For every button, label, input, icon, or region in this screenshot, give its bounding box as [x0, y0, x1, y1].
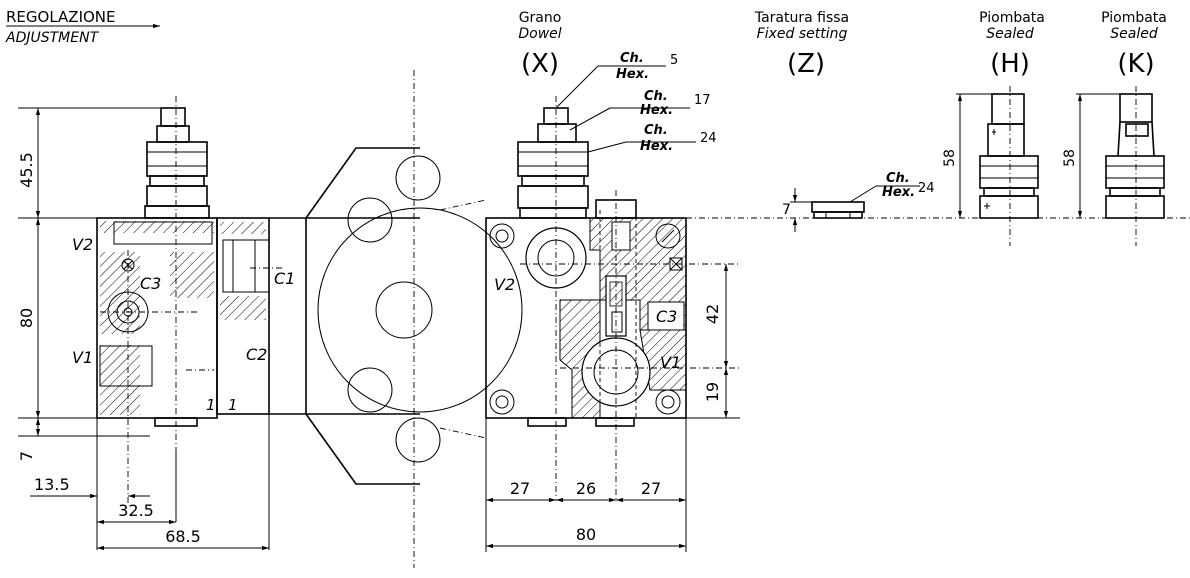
svg-text:Hex.: Hex.: [616, 67, 649, 82]
variant-x-title-en: Dowel: [518, 26, 561, 42]
svg-text:17: 17: [694, 93, 711, 108]
left-dim-80: 80: [17, 308, 36, 328]
z-dim-7: 7: [782, 202, 791, 218]
left-label-v2: V2: [72, 235, 93, 254]
left-view: V2 C3 C1 V1 C2 1 1 45.5 80 7 13.5 32.5 6…: [17, 70, 523, 568]
svg-text:Ch.: Ch.: [644, 89, 668, 104]
svg-text:Hex.: Hex.: [640, 103, 673, 118]
svg-text:24: 24: [700, 131, 717, 146]
header-regolazione: REGOLAZIONE: [6, 8, 116, 26]
variant-h-title-it: Piombata: [979, 10, 1045, 26]
variant-h-title-en: Sealed: [986, 26, 1034, 42]
left-mark-1b: 1: [228, 396, 238, 414]
front-bolt-tl: [489, 223, 515, 249]
front-hex-nut-24: [517, 141, 589, 177]
front-dim-27b: 27: [641, 479, 661, 498]
left-mark-1a: 1: [206, 396, 216, 414]
left-hex-nut-24: [146, 141, 208, 177]
svg-text:Ch.: Ch.: [644, 123, 668, 138]
svg-text:24: 24: [918, 181, 935, 196]
left-dim-68-5: 68.5: [165, 527, 201, 546]
variant-h-code: (H): [990, 49, 1030, 79]
front-label-v2: V2: [494, 275, 515, 294]
front-bolt-tr: [655, 223, 681, 249]
h-seal-cap: [991, 93, 1025, 125]
variant-k-title: Piombata Sealed (K): [1101, 10, 1167, 79]
left-label-c3: C3: [140, 274, 161, 293]
callout-hex-24: Ch. Hex. 24: [587, 123, 717, 154]
left-dim-7: 7: [17, 451, 36, 461]
left-dim-13-5: 13.5: [34, 475, 70, 494]
variant-z-code: (Z): [787, 49, 825, 79]
variant-z-drawing: 7 Ch. Hex. 24: [686, 171, 1190, 232]
front-bolt-bl: [489, 389, 515, 415]
variant-k-title-en: Sealed: [1110, 26, 1158, 42]
left-dim-32-5: 32.5: [118, 501, 154, 520]
variant-x-title-it: Grano: [519, 10, 562, 26]
header: REGOLAZIONE ADJUSTMENT: [5, 8, 160, 46]
svg-text:Ch.: Ch.: [886, 171, 910, 186]
front-locknut-17: [537, 123, 577, 143]
front-dim-19: 19: [703, 382, 722, 402]
variant-z-title-en: Fixed setting: [757, 26, 848, 42]
svg-text:Ch.: Ch.: [620, 51, 644, 66]
variant-h-drawing: 58: [942, 86, 1039, 246]
left-adjust-screw: [160, 107, 186, 127]
front-label-v1: V1: [660, 353, 681, 372]
variant-x-title: Grano Dowel (X): [518, 10, 561, 79]
callout-z-hex-24: Ch. Hex. 24: [849, 171, 935, 203]
front-dim-42: 42: [703, 304, 722, 324]
left-bore-v2: [113, 221, 213, 245]
variant-k-title-it: Piombata: [1101, 10, 1167, 26]
svg-text:5: 5: [670, 53, 678, 68]
svg-text:Hex.: Hex.: [640, 139, 673, 154]
h-dim-58: 58: [942, 149, 958, 167]
header-adjustment: ADJUSTMENT: [5, 30, 100, 46]
left-flange: [216, 217, 270, 415]
motor-flange-arc: [317, 207, 523, 413]
variant-k-drawing: 58: [1062, 86, 1165, 246]
variant-z-title-it: Taratura fissa: [754, 10, 849, 26]
variant-h-title: Piombata Sealed (H): [979, 10, 1045, 79]
front-label-c3: C3: [656, 307, 677, 326]
variant-k-code: (K): [1117, 49, 1154, 79]
k-dim-58: 58: [1062, 149, 1078, 167]
front-dim-27a: 27: [510, 479, 530, 498]
front-view: V2 C3 V1 42 19 27 26 27 80 Ch. Hex. 5: [439, 51, 740, 552]
left-dim-45-5: 45.5: [17, 152, 36, 188]
front-dim-26: 26: [576, 479, 596, 498]
callout-hex-5: Ch. Hex. 5: [555, 51, 678, 109]
front-bolt-br: [655, 389, 681, 415]
left-label-v1: V1: [72, 348, 93, 367]
variant-z-title: Taratura fissa Fixed setting (Z): [754, 10, 849, 79]
callout-hex-17: Ch. Hex. 17: [569, 89, 711, 131]
left-label-c2: C2: [246, 345, 267, 364]
front-dim-80: 80: [576, 525, 596, 544]
svg-text:Hex.: Hex.: [882, 185, 915, 200]
variant-x-code: (X): [521, 49, 559, 79]
front-port-c3: [647, 301, 685, 331]
left-bore-v1: [99, 345, 153, 387]
left-bore-c1: [222, 239, 270, 293]
z-cap: [811, 201, 865, 213]
left-label-c1: C1: [274, 269, 295, 288]
left-locknut-17: [156, 125, 190, 143]
